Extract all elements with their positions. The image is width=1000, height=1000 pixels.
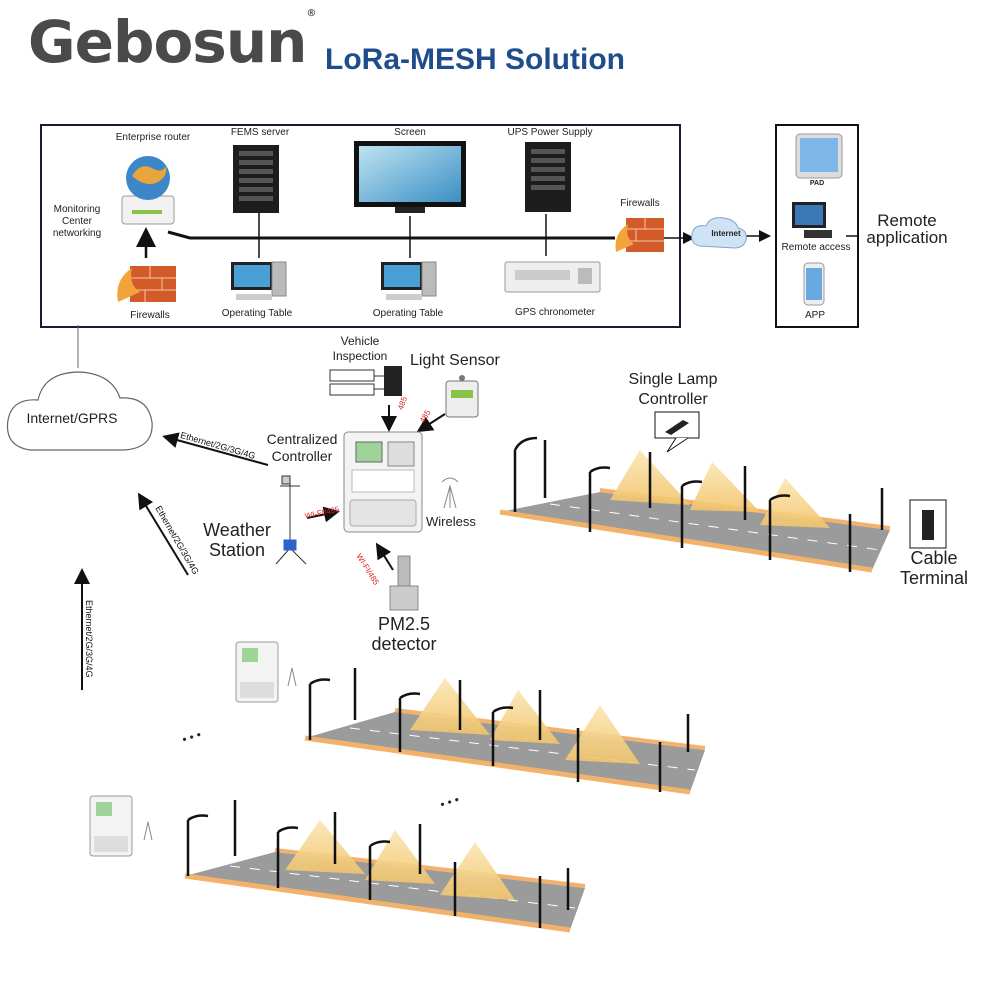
weather-station-label: Weather Station <box>203 520 271 560</box>
firewall-right-label: Firewalls <box>620 198 660 209</box>
monitoring-center-frame <box>40 124 681 328</box>
gps-label: GPS chronometer <box>514 307 596 318</box>
light-sensor-label: Light Sensor <box>410 352 500 369</box>
pm25-detector-icon <box>389 555 419 611</box>
uplink-arrows <box>74 405 446 690</box>
workstation-1-icon <box>231 261 287 300</box>
remote-controller-1-icon <box>235 641 279 703</box>
road-3 <box>184 820 586 933</box>
lamp-poles <box>186 436 884 928</box>
remote-devices-frame <box>775 124 859 328</box>
wireless-label: Wireless <box>426 514 476 529</box>
operating-table-2-label: Operating Table <box>372 308 444 319</box>
brand-logo-text: Gebosun <box>28 8 307 76</box>
centralized-controller-label: Centralized Controller <box>266 431 338 464</box>
wireless-antenna-icon <box>441 477 459 509</box>
internet-gprs-label: Internet/GPRS <box>26 410 118 426</box>
single-lamp-controller-label: Single Lamp Controller <box>628 371 718 408</box>
fems-server-label: FEMS server <box>230 127 290 138</box>
workstation-2-icon <box>381 261 437 300</box>
uplink-label-3: Ethernet/2G/3G/4G <box>84 600 94 678</box>
internet-label: Internet <box>711 229 741 238</box>
pm25-label: PM2.5 detector <box>371 614 437 654</box>
weather-station-icon <box>275 475 307 565</box>
vehicle-inspection-icon <box>329 366 402 396</box>
light-sensor-icon <box>445 375 479 418</box>
router-icon <box>121 156 175 225</box>
operating-table-1-label: Operating Table <box>221 308 293 319</box>
remote-antennas <box>143 667 297 841</box>
pc-icon <box>792 202 832 238</box>
page-title: LoRa-MESH Solution <box>325 43 625 76</box>
firewall-left-icon <box>117 266 176 302</box>
remote-controller-2-icon <box>89 795 133 857</box>
enterprise-router-label: Enterprise router <box>115 132 191 143</box>
phone-icon <box>803 262 825 306</box>
ups-server-icon <box>525 142 571 212</box>
internet-cloud-icon <box>691 217 747 249</box>
screen-icon <box>354 141 466 213</box>
brand-logo: Gebosun® <box>28 8 316 76</box>
vehicle-inspection-label: Vehicle Inspection <box>332 334 388 363</box>
tablet-icon <box>795 133 843 179</box>
remote-access-label: Remote access <box>781 242 851 253</box>
app-label: APP <box>804 310 825 321</box>
internet-gprs-cloud-icon <box>6 371 153 451</box>
road-1 <box>499 450 891 573</box>
registered-mark: ® <box>306 8 316 19</box>
monitoring-center-label: Monitoring Center networking <box>52 204 102 239</box>
firewall-left-label: Firewalls <box>130 310 170 321</box>
road-2 <box>304 678 706 795</box>
server-icon <box>233 145 279 213</box>
firewall-right-icon <box>615 218 664 252</box>
centralized-controller-icon <box>343 431 423 533</box>
gps-chronometer-icon <box>504 261 601 293</box>
pad-label: PAD <box>809 180 825 187</box>
remote-application-label: Remote application <box>866 211 948 247</box>
screen-label: Screen <box>394 127 426 138</box>
ups-label: UPS Power Supply <box>507 127 593 138</box>
cable-terminal-icon <box>909 499 947 549</box>
single-lamp-controller-icon <box>654 411 700 453</box>
cable-terminal-label: Cable Terminal <box>899 548 969 588</box>
